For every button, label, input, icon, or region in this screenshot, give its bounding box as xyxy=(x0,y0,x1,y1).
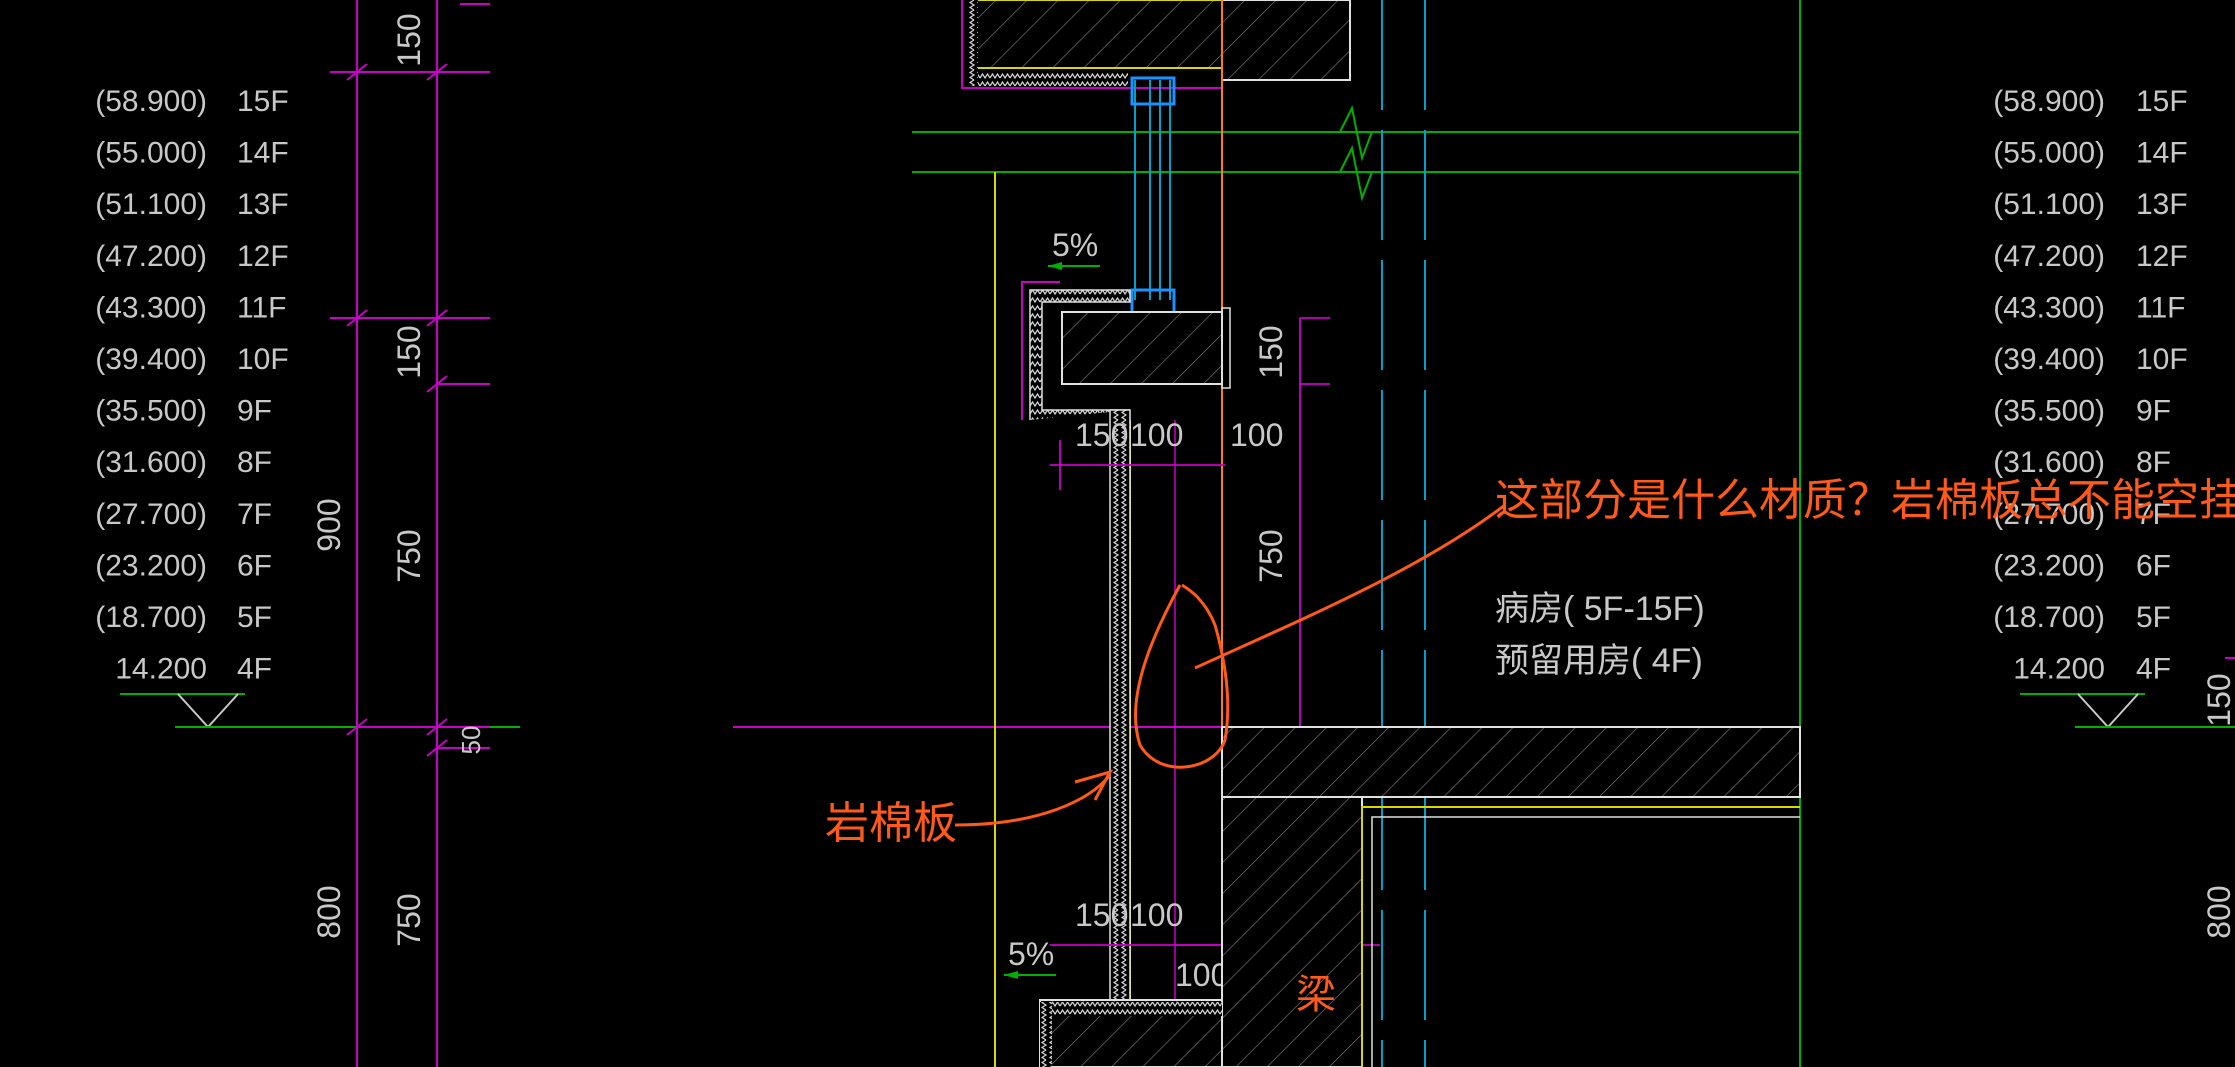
dim-left-150: 150 xyxy=(391,325,427,378)
markup-leader-question xyxy=(1194,503,1506,670)
level-elevation: (39.400) xyxy=(1993,343,2105,376)
level-floor: 13F xyxy=(2136,188,2188,221)
slope-upper-label: 5% xyxy=(1052,227,1098,263)
level-elevation: (51.100) xyxy=(95,188,207,221)
level-floor: 8F xyxy=(2136,446,2171,479)
dim-left-750-lower: 750 xyxy=(391,893,427,946)
level-elevation: 14.200 xyxy=(115,653,207,686)
level-floor: 6F xyxy=(237,549,272,582)
level-elevation: (23.200) xyxy=(95,549,207,582)
dim-lower-100: 100 xyxy=(1130,897,1183,933)
level-floor: 14F xyxy=(237,137,289,170)
dim-right-800: 800 xyxy=(2201,885,2235,938)
level-floor: 9F xyxy=(237,395,272,428)
level-elevation: (35.500) xyxy=(95,395,207,428)
level-floor: 4F xyxy=(2136,653,2171,686)
level-floor: 12F xyxy=(237,240,289,273)
level-floor: 14F xyxy=(2136,137,2188,170)
floor-slab-beam xyxy=(1039,726,1801,1067)
dimension-text-left: 150 150 900 750 50 800 750 xyxy=(311,13,486,946)
window-frame xyxy=(1130,76,1176,318)
level-elevation: (58.900) xyxy=(1993,85,2105,118)
dim-left-750-upper: 750 xyxy=(391,529,427,582)
level-floor: 11F xyxy=(2136,291,2185,324)
dim-upper-100a: 100 xyxy=(1130,417,1183,453)
parapet-slab xyxy=(1021,281,1231,1011)
level-elevation: (39.400) xyxy=(95,343,207,376)
level-floor: 6F xyxy=(2136,549,2171,582)
room-labels: 病房( 5F-15F) 预留用房( 4F) xyxy=(1495,590,1705,680)
level-floor: 15F xyxy=(2136,85,2188,118)
level-floor: 4F xyxy=(237,653,272,686)
dim-left-800: 800 xyxy=(311,885,347,938)
markup-leader-rockwool xyxy=(954,774,1112,827)
level-floor: 10F xyxy=(237,343,289,376)
dim-left-top: 150 xyxy=(391,13,427,66)
level-symbol-right xyxy=(2020,657,2235,729)
level-elevation: (47.200) xyxy=(1993,240,2105,273)
markup-annotations xyxy=(954,503,1506,827)
dim-lower-150: 150 xyxy=(1075,897,1128,933)
slope-lower: 5% xyxy=(1004,936,1056,979)
level-elevation: (43.300) xyxy=(1993,291,2105,324)
level-elevation: (55.000) xyxy=(95,137,207,170)
markup-beam: 梁 xyxy=(1296,973,1336,1017)
level-elevation: (23.200) xyxy=(1993,549,2105,582)
level-elevation: (51.100) xyxy=(1993,188,2105,221)
dim-right-150: 150 xyxy=(2201,673,2235,726)
dim-lower-100b: 100 xyxy=(1175,957,1228,993)
level-elevation: (31.600) xyxy=(1993,446,2105,479)
dim-right-150: 150 xyxy=(1253,325,1289,378)
level-floor: 5F xyxy=(237,601,272,634)
levels-left-table: (58.900) 15F (55.000) 14F (51.100) 13F (47.200… xyxy=(95,85,288,686)
level-elevation: (27.700) xyxy=(95,498,207,531)
level-floor: 7F xyxy=(2136,498,2171,531)
level-elevation: (55.000) xyxy=(1993,137,2105,170)
level-symbol-left xyxy=(120,693,520,729)
level-elevation: (18.700) xyxy=(95,601,207,634)
level-floor: 5F xyxy=(2136,601,2171,634)
slope-upper: 5% xyxy=(1048,227,1100,270)
level-elevation: (18.700) xyxy=(1993,601,2105,634)
markup-rockwool: 岩棉板 xyxy=(825,799,957,848)
level-elevation: (58.900) xyxy=(95,85,207,118)
level-floor: 11F xyxy=(237,291,286,324)
level-floor: 10F xyxy=(2136,343,2188,376)
dimension-lines-left xyxy=(330,0,490,1067)
dim-left-50: 50 xyxy=(456,726,486,755)
level-floor: 7F xyxy=(237,498,272,531)
level-elevation: (31.600) xyxy=(95,446,207,479)
upper-slab xyxy=(961,0,1351,89)
level-floor: 8F xyxy=(237,446,272,479)
room-label-ward: 病房( 5F-15F) xyxy=(1495,590,1705,628)
level-floor: 13F xyxy=(237,188,289,221)
level-elevation: 14.200 xyxy=(2013,653,2105,686)
slope-lower-label: 5% xyxy=(1008,936,1054,972)
dim-left-900: 900 xyxy=(311,498,347,551)
level-floor: 9F xyxy=(2136,395,2171,428)
level-elevation: (35.500) xyxy=(1993,395,2105,428)
dimension-text-right: 150 800 xyxy=(2201,673,2235,938)
cyan-grid-lines xyxy=(1381,0,1426,1067)
room-label-reserve: 预留用房( 4F) xyxy=(1495,642,1703,680)
dim-upper-150: 150 xyxy=(1075,417,1128,453)
markup-arrow xyxy=(1074,769,1113,801)
level-elevation: (27.700) xyxy=(1993,498,2105,531)
level-elevation: (47.200) xyxy=(95,240,207,273)
dim-upper-100b: 100 xyxy=(1230,417,1283,453)
markup-question: 这部分是什么材质？岩棉板总不能空挂吧？ xyxy=(1495,476,2235,525)
levels-right-table: (58.900) 15F (55.000) 14F (51.100) 13F (47.200… xyxy=(1993,85,2187,686)
markup-loop xyxy=(1134,583,1230,769)
level-floor: 15F xyxy=(237,85,289,118)
level-elevation: (43.300) xyxy=(95,291,207,324)
level-floor: 12F xyxy=(2136,240,2188,273)
dim-right-750: 750 xyxy=(1253,529,1289,582)
